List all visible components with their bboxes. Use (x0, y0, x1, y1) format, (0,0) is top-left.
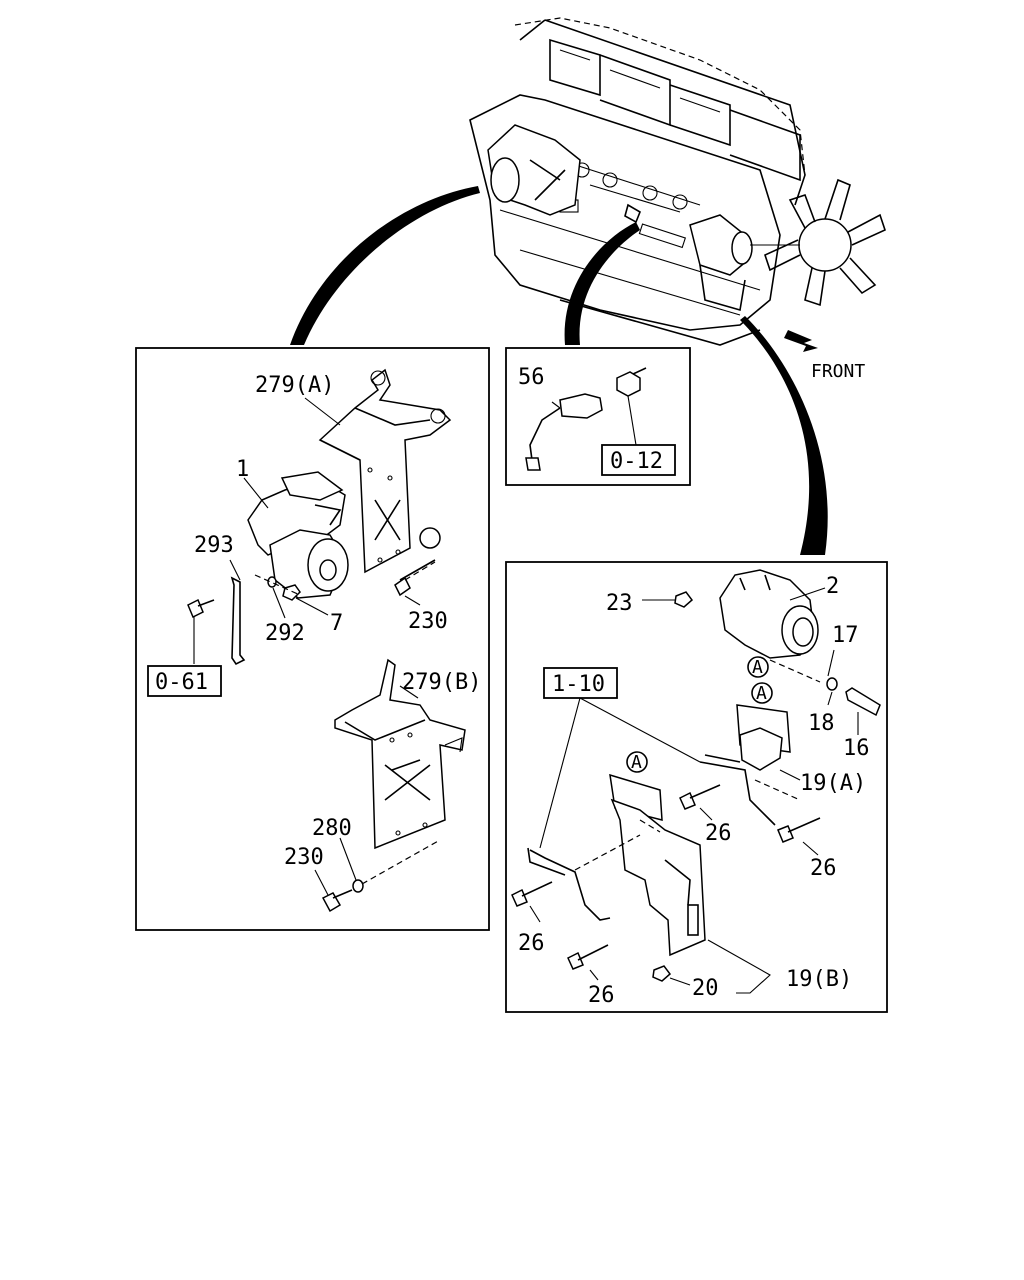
ref-box-0-61 (147, 665, 222, 697)
ref-marker-a-3: A (631, 752, 642, 773)
callout-280: 280 (312, 816, 352, 841)
bracket-19b (527, 751, 706, 957)
plug-0-12 (616, 367, 647, 446)
callout-19b: 19(B) (786, 967, 852, 992)
ref-marker-a-2: A (756, 683, 767, 704)
callout-23: 23 (606, 591, 633, 616)
callout-230-upper: 230 (408, 609, 448, 634)
callout-230-lower: 230 (284, 845, 324, 870)
callout-279b: 279(B) (402, 670, 481, 695)
leader-curves (290, 186, 828, 555)
callout-7: 7 (330, 611, 343, 636)
washer-280 (352, 879, 364, 893)
sensor-detail-box: 56 0-12 (505, 347, 691, 486)
ref-box-0-12 (601, 444, 676, 476)
sensor-56 (525, 393, 603, 471)
callout-26-left: 26 (518, 931, 545, 956)
callout-1-10: 1-10 (552, 672, 605, 697)
bracket-19a (699, 682, 801, 826)
bracket-279a (318, 368, 452, 574)
ref-marker-a-1: A (752, 657, 763, 678)
cooling-fan (750, 178, 886, 307)
alternator (719, 569, 819, 659)
callout-293: 293 (194, 533, 234, 558)
callout-292: 292 (265, 621, 305, 646)
callout-2: 2 (826, 574, 839, 599)
callout-279a: 279(A) (255, 373, 334, 398)
callout-19a: 19(A) (800, 771, 866, 796)
engine-block (469, 17, 886, 346)
starter-detail-box: 279(A) 1 293 292 7 230 (135, 347, 490, 931)
callout-26-right: 26 (810, 856, 837, 881)
callout-17: 17 (832, 623, 859, 648)
bracket-279b (334, 658, 466, 850)
alternator-detail-box: 23 2 A 17 18 16 1-10 (505, 561, 888, 1013)
washer-18 (826, 677, 838, 691)
callout-18: 18 (808, 711, 835, 736)
washer-292 (267, 576, 277, 588)
callout-0-61: 0-61 (155, 670, 208, 695)
callout-26-bottom: 26 (588, 983, 615, 1008)
callout-20: 20 (692, 976, 719, 1001)
callout-1: 1 (236, 457, 249, 482)
callout-0-12: 0-12 (610, 449, 663, 474)
callout-56: 56 (518, 365, 545, 390)
front-label: FRONT (811, 361, 865, 382)
bolt-16 (845, 687, 881, 717)
callout-16: 16 (843, 736, 870, 761)
callout-26-upper-mid: 26 (705, 821, 732, 846)
starter-motor (247, 471, 349, 599)
front-direction-indicator: FRONT (784, 330, 865, 382)
